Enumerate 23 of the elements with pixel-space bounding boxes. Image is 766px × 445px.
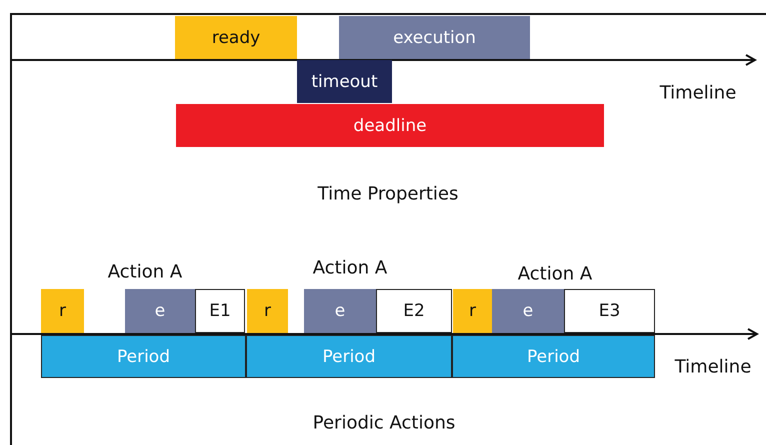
execution-block: e xyxy=(125,289,195,333)
axis-label: Timeline xyxy=(660,82,736,104)
ready-block: r xyxy=(453,289,492,333)
deadline-bar: deadline xyxy=(176,104,604,147)
period-bar: Period xyxy=(41,335,246,378)
execution-block: e xyxy=(492,289,564,333)
axis-label: Timeline xyxy=(674,356,752,378)
action-label: Action A xyxy=(108,262,182,282)
period-bar: Period xyxy=(246,335,452,378)
execution-bar: execution xyxy=(339,16,530,59)
ready-block: r xyxy=(41,289,84,333)
end-block: E3 xyxy=(564,289,655,333)
end-block: E2 xyxy=(376,289,452,333)
timeout-bar: timeout xyxy=(297,60,392,103)
section-title: Periodic Actions xyxy=(312,412,456,434)
action-label: Action A xyxy=(518,264,592,284)
period-bar: Period xyxy=(452,335,655,378)
end-block: E1 xyxy=(195,289,245,333)
ready-block: r xyxy=(247,289,288,333)
section-title: Time Properties xyxy=(318,184,458,204)
ready-bar: ready xyxy=(175,16,297,59)
execution-block: e xyxy=(304,289,376,333)
action-label: Action A xyxy=(312,258,388,278)
